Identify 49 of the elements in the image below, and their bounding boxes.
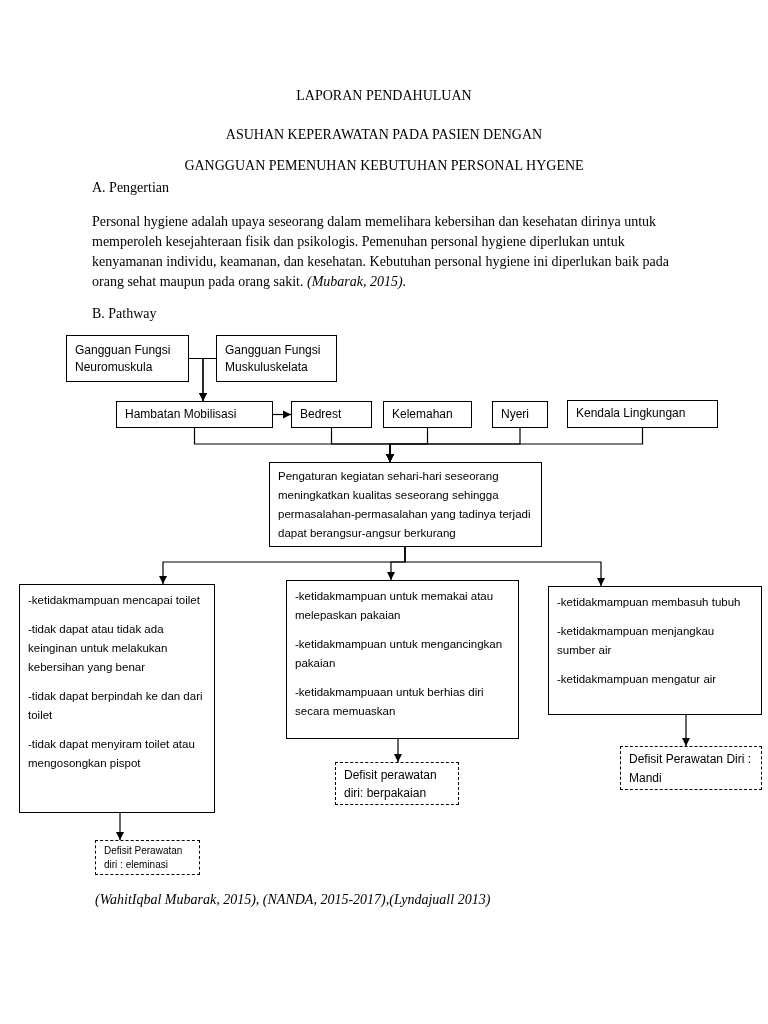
- box-text: Kelemahan: [392, 407, 454, 422]
- box-text: -ketidakmampuan untuk memakai atau melepaskan pakaian: [295, 589, 495, 623]
- diagnosis-box: [335, 762, 459, 805]
- box-text: Gangguan Fungsi Neuromuskula: [75, 342, 172, 376]
- box-text: -ketidakmampuaan untuk berhias diri secara memuaskan: [295, 685, 485, 719]
- box-text: -ketidakmampuan menjangkau sumber air: [557, 624, 716, 658]
- box-text: Pengaturan kegiatan sehari-hari seseorang meningkatkan kualitas seseorang sehingga permasalahan-permasalahan yang tadinya terjadi dapat berangsur-angsur berkurang: [278, 469, 532, 541]
- diagnosis-box: [620, 746, 762, 790]
- arrow: [385, 427, 644, 463]
- box-text: -ketidakmampuan mengatur air: [557, 672, 718, 687]
- process-box: [567, 400, 718, 428]
- box-text: -ketidakmampuan untuk mengancingkan pakaian: [295, 637, 504, 671]
- process-box: [291, 401, 372, 428]
- box-text: Bedrest: [300, 407, 343, 422]
- paragraph: Personal hygiene adalah upaya seseorang dalam memelihara kebersihan dan kesehatan dirinya untuk memperoleh kesejahteraan fisik dan psikologis. Pemenuhan personal hygiene diperlukan untuk kenyamanan individu, keamanan, dan kesehatan. Kebutuhan personal hygiene ini diperlukan baik pada orang sehat maupun pada orang sakit. (Mubarak, 2015).: [92, 213, 670, 291]
- diagnosis-box: [95, 840, 200, 875]
- arrow: [681, 714, 691, 747]
- title: LAPORAN PENDAHULUAN: [295, 88, 473, 104]
- process-box: [286, 580, 519, 739]
- process-box: [383, 401, 472, 428]
- box-text: -tidak dapat berpindah ke dan dari toilet: [28, 689, 204, 723]
- process-box: [19, 584, 215, 813]
- box-text: Hambatan Mobilisasi: [125, 407, 238, 422]
- arrow: [115, 812, 125, 841]
- arrow: [393, 738, 403, 763]
- subtitle: ASUHAN KEPERAWATAN PADA PASIEN DENGAN: [224, 127, 544, 143]
- box-text: Gangguan Fungsi Muskuluskelata: [225, 342, 322, 376]
- arrow: [272, 410, 292, 419]
- process-box: [492, 401, 548, 428]
- process-box: [269, 462, 542, 547]
- box-text: Kendala Lingkungan: [576, 406, 687, 421]
- box-text: Nyeri: [501, 407, 530, 422]
- process-box: [216, 335, 337, 382]
- box-text: Defisit Perawatan Diri : Mandi: [629, 751, 753, 787]
- box-text: -tidak dapat menyiram toilet atau mengosongkan pispot: [28, 737, 196, 771]
- section-heading: B. Pathway: [92, 305, 158, 323]
- arrow: [404, 546, 606, 587]
- box-text: Defisit Perawatan diri : eleminasi: [104, 844, 184, 872]
- process-box: [548, 586, 762, 715]
- arrow: [198, 357, 217, 402]
- caption: (WahitIqbal Mubarak, 2015), (NANDA, 2015-2017),(Lyndajuall 2013): [95, 892, 491, 908]
- box-text: Defisit perawatan diri: berpakaian: [344, 767, 438, 802]
- box-text: -tidak dapat atau tidak ada keinginan untuk melakukan kebersihan yang benar: [28, 622, 169, 675]
- section-heading: A. Pengertian: [92, 179, 170, 197]
- box-text: -ketidakmampuan mencapai toilet: [28, 593, 201, 608]
- subtitle: GANGGUAN PEMENUHAN KEBUTUHAN PERSONAL HYGENE: [183, 158, 585, 174]
- process-box: [66, 335, 189, 382]
- process-box: [116, 401, 273, 428]
- box-text: -ketidakmampuan membasuh tubuh: [557, 595, 742, 610]
